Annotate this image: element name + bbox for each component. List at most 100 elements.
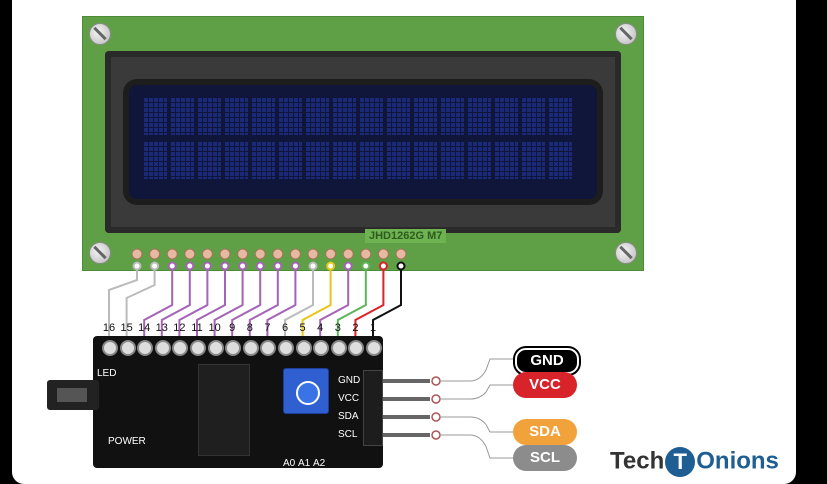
pin-number-label: 7 [264, 322, 271, 334]
lcd-header-pad [166, 248, 178, 260]
lcd-character-cell [278, 141, 302, 179]
lcd-character-cell [494, 141, 518, 179]
screw-icon [89, 23, 111, 45]
lcd-character-cell [413, 97, 437, 135]
lcd-header-pad [184, 248, 196, 260]
led-jumper [47, 380, 99, 410]
lcd-header-pad [360, 248, 372, 260]
lcd-character-cell [521, 141, 545, 179]
lcd-character-cell [197, 141, 221, 179]
lcd-character-cell [251, 97, 275, 135]
wire [319, 265, 350, 346]
lcd-model-label: JHD1262G M7 [365, 229, 447, 243]
screw-icon [89, 242, 111, 264]
lcd-header-pad [342, 248, 354, 260]
output-pin-end [431, 430, 441, 440]
lcd-character-cell [359, 97, 383, 135]
lcd-pin [290, 261, 300, 271]
lcd-module [82, 16, 644, 271]
lcd-header-pad [237, 248, 249, 260]
adapter-pin [190, 340, 206, 356]
module-pin-gnd: GND [338, 375, 361, 386]
wire [266, 265, 297, 346]
lcd-header-pad [149, 248, 161, 260]
lcd-pin [185, 261, 195, 271]
lcd-pin [396, 261, 406, 271]
wire [160, 265, 191, 346]
pin-number-label: 1 [369, 322, 377, 334]
address-pad-a2: A2 [313, 458, 326, 469]
brand-suffix: Onions [696, 447, 779, 475]
lcd-pin [361, 261, 371, 271]
led-label: LED [97, 368, 117, 379]
lcd-character-cell [224, 141, 248, 179]
pin-number-label: 6 [281, 322, 289, 334]
contrast-potentiometer [283, 368, 329, 414]
lcd-header-pad [219, 248, 231, 260]
lcd-character-cell [440, 97, 464, 135]
output-pin-end [431, 394, 441, 404]
output-pin-end [431, 376, 441, 386]
i2c-connector [363, 370, 383, 446]
lcd-header-pad [289, 248, 301, 260]
adapter-pin [260, 340, 277, 356]
wire [108, 265, 138, 346]
address-pad-a0: A0 [283, 458, 296, 469]
lcd-pin [132, 261, 142, 271]
lcd-pin [378, 261, 388, 271]
module-pin-scl: SCL [338, 429, 358, 440]
output-scl: SCL [515, 447, 575, 469]
pin-number-label: 5 [299, 322, 306, 334]
pin-number-label: 13 [155, 322, 168, 334]
lcd-pin [326, 261, 336, 271]
wire [178, 265, 209, 346]
pin-number-label: 11 [191, 322, 203, 334]
wire [125, 265, 156, 346]
ic-chip [198, 364, 250, 456]
output-pin-end [431, 412, 441, 422]
screw-icon [615, 242, 637, 264]
lcd-character-cell [305, 141, 329, 179]
pin-number-label: 12 [173, 322, 186, 334]
lcd-pin [167, 261, 177, 271]
lcd-character-cell [170, 97, 194, 135]
output-vcc: VCC [515, 374, 575, 396]
wire [301, 265, 332, 346]
lcd-character-grid [143, 97, 572, 179]
lcd-character-cell [413, 141, 437, 179]
adapter-pin [207, 340, 224, 356]
lcd-pin [273, 261, 283, 271]
adapter-pin [295, 340, 312, 356]
adapter-pin [348, 340, 365, 356]
lcd-character-cell [251, 141, 275, 179]
pin-number-label: 10 [208, 322, 221, 334]
lcd-character-cell [467, 141, 491, 179]
wire [248, 265, 279, 346]
wire [143, 265, 174, 346]
lcd-character-cell [440, 141, 464, 179]
lcd-header-pad [307, 248, 319, 260]
lcd-character-cell [305, 97, 329, 135]
adapter-pin [102, 340, 118, 356]
brand-badge: T [665, 447, 696, 477]
lcd-character-cell [521, 97, 545, 135]
lcd-character-cell [386, 141, 410, 179]
wire [336, 265, 367, 346]
lcd-character-cell [494, 97, 518, 135]
wire [284, 265, 314, 346]
lcd-header-pad [377, 248, 389, 260]
lcd-header-pad [325, 248, 337, 260]
lcd-character-cell [224, 97, 248, 135]
lcd-character-cell [386, 97, 410, 135]
lcd-header-pad [131, 248, 143, 260]
lcd-character-cell [278, 97, 302, 135]
lcd-character-cell [467, 97, 491, 135]
wire [196, 265, 226, 346]
lcd-pin [308, 261, 318, 271]
lcd-header-pad [254, 248, 266, 260]
adapter-pin [242, 340, 259, 356]
pin-number-label: 14 [138, 322, 151, 334]
lcd-display [129, 85, 597, 199]
lcd-character-cell [197, 97, 221, 135]
